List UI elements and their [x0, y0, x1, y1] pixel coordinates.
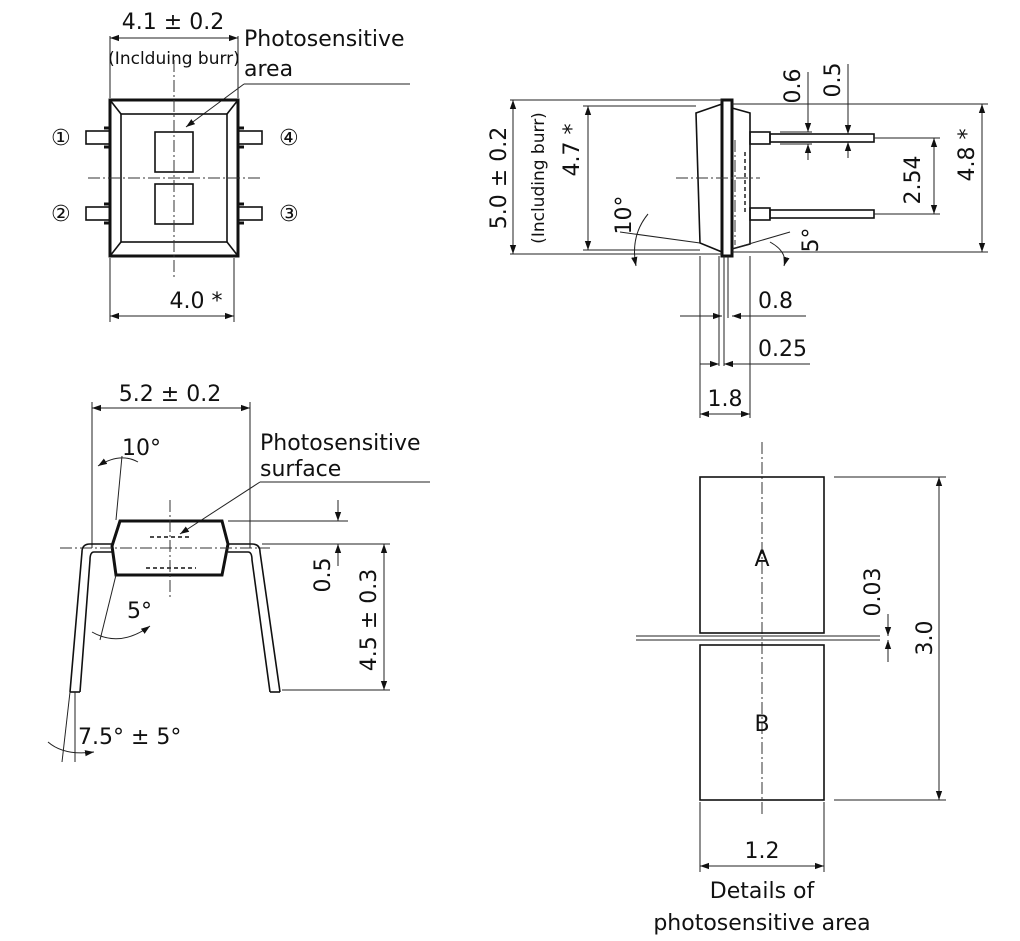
pitch-label: 2.54 — [901, 156, 926, 205]
top-width-label: 4.1 ± 0.2 — [122, 10, 224, 35]
dim-18-label: 1.8 — [708, 387, 743, 412]
side-lead-upper-shoulder — [749, 131, 771, 145]
top-view: 4.1 ± 0.2 (Inclduing burr) Photosensitiv… — [51, 10, 410, 322]
lead-angle-label: 7.5° ± 5° — [78, 725, 181, 750]
front-package-body — [110, 519, 230, 577]
pin-2-label: ② — [51, 202, 71, 227]
lead-thickness-a-label: 0.6 — [781, 69, 806, 104]
pin-4-label: ④ — [279, 126, 299, 151]
front-lead-left — [69, 543, 112, 693]
detail-cell-b — [699, 644, 825, 801]
total-height-label: 4.8 * — [955, 129, 980, 182]
side-angle-right-label: 5° — [799, 228, 824, 253]
side-lead-upper — [769, 133, 875, 143]
detail-caption-line1: Details of — [710, 879, 816, 904]
side-angle-right-arc — [769, 241, 790, 267]
side-lead-lower — [769, 209, 875, 219]
side-lead-lower-shoulder — [749, 207, 771, 221]
detail-cell-a — [699, 476, 825, 634]
area-leader — [185, 83, 245, 128]
dim-08-label: 0.8 — [758, 289, 793, 314]
dim-025-label: 0.25 — [758, 337, 807, 362]
front-angle-bottom-arc — [91, 625, 151, 640]
area-label-line2: area — [244, 57, 293, 82]
front-width-label: 5.2 ± 0.2 — [119, 382, 221, 407]
side-burr-label: (Including burr) — [529, 112, 549, 244]
detail-caption-line2: photosensitive area — [653, 911, 870, 936]
detail-height-label: 3.0 — [913, 621, 938, 656]
surface-label-line2: surface — [260, 457, 341, 482]
lead-thickness-b-label: 0.5 — [821, 63, 846, 98]
pin-1-label: ① — [51, 126, 71, 151]
pin-4 — [237, 126, 263, 149]
side-inner-height-label: 4.7 * — [560, 124, 585, 177]
detail-cell-a-label: A — [754, 547, 769, 572]
front-view: 5.2 ± 0.2 10° Photosensitive surface 0.5 — [47, 382, 430, 763]
pin-1 — [85, 126, 111, 149]
side-angle-left-label: 10° — [612, 196, 637, 235]
pin-2 — [85, 202, 111, 225]
detail-width-label: 1.2 — [745, 839, 780, 864]
surface-label-line1: Photosensitive — [260, 431, 421, 456]
top-bottom-width-label: 4.0 * — [170, 289, 223, 314]
front-dim-05-label: 0.5 — [311, 558, 336, 593]
lead-angle-arc — [47, 741, 95, 757]
pin-3-label: ③ — [279, 202, 299, 227]
area-label-line1: Photosensitive — [244, 27, 405, 52]
detail-gap-label: 0.03 — [861, 568, 886, 617]
pin-3 — [237, 202, 263, 225]
side-angle-left-arc — [631, 213, 649, 267]
top-burr-label: (Inclduing burr) — [108, 49, 240, 69]
front-lead-right — [228, 543, 281, 693]
detail-view: A B 0.03 3.0 1.2 Details of photosensiti… — [636, 442, 946, 936]
front-angle-top-label: 10° — [122, 436, 161, 461]
front-angle-bottom-label: 5° — [127, 599, 152, 624]
front-height-label: 4.5 ± 0.3 — [357, 569, 382, 671]
detail-cell-b-label: B — [754, 712, 769, 737]
side-view: 5.0 ± 0.2 (Including burr) 4.7 * 10° 5° … — [487, 63, 988, 418]
side-height-label: 5.0 ± 0.2 — [487, 127, 512, 229]
surface-leader — [179, 481, 261, 535]
front-angle-top-arc — [97, 457, 139, 467]
